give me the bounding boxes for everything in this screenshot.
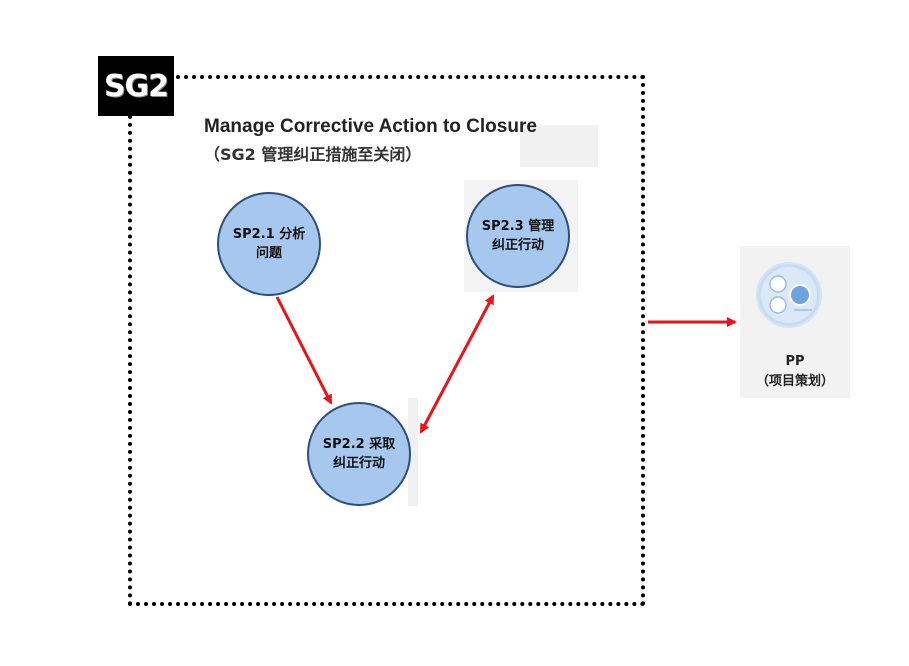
background-shade	[520, 125, 598, 167]
node-sp2-2: SP2.2 采取 纠正行动	[307, 402, 411, 506]
arrow-sp21-to-sp22	[275, 296, 333, 405]
goal-title: Manage Corrective Action to Closure	[204, 116, 537, 137]
sg2-badge: SG2	[98, 56, 174, 116]
arrow-sp22-sp23-bidirectional	[419, 294, 495, 434]
pp-name: PP	[785, 354, 805, 369]
goal-subtitle: （SG2 管理纠正措施至关闭）	[204, 145, 422, 164]
node-label: SP2.1 分析	[232, 227, 306, 242]
background-shade	[408, 398, 418, 506]
node-label: SP2.2 采取	[322, 437, 396, 452]
node-sp2-3: SP2.3 管理 纠正行动	[466, 184, 570, 288]
node-label: SP2.3 管理	[481, 219, 555, 234]
pp-desc: （项目策划）	[755, 374, 834, 389]
pp-label: PP （项目策划）	[740, 352, 850, 392]
node-sp2-1: SP2.1 分析 问题	[217, 192, 321, 296]
node-label: 问题	[255, 246, 282, 261]
node-label: 纠正行动	[332, 456, 385, 471]
node-label: 纠正行动	[491, 238, 544, 253]
process-area-icon	[756, 262, 822, 328]
sg2-boundary-frame	[128, 75, 645, 606]
